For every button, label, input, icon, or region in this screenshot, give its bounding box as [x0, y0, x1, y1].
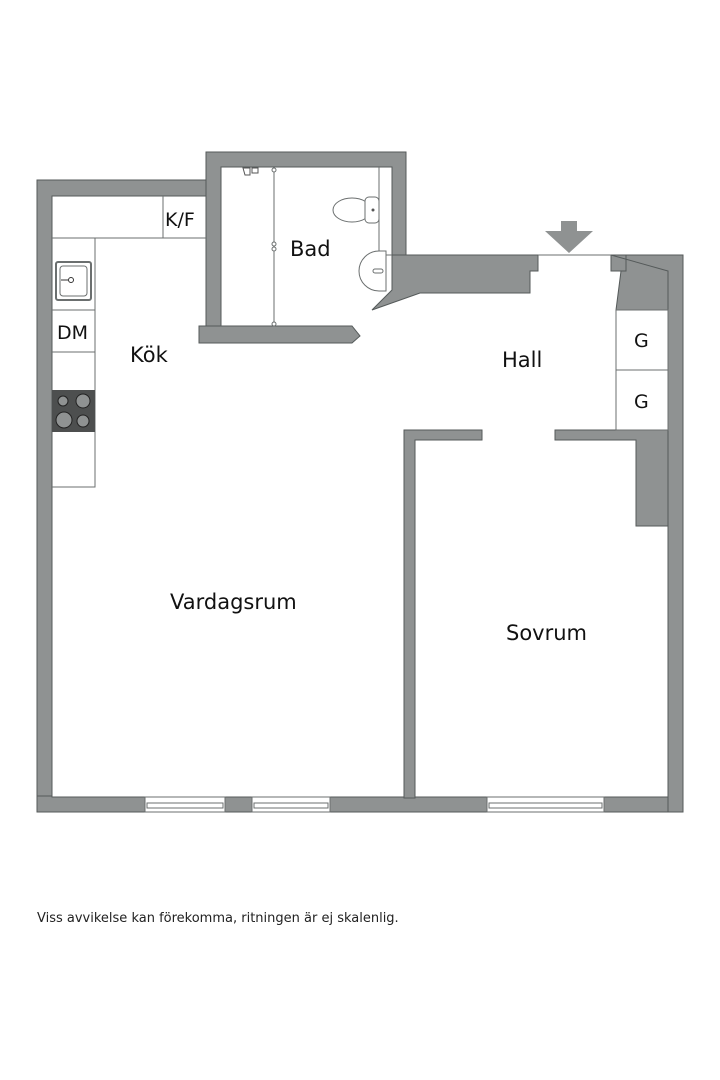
room-label-vardagsrum: Vardagsrum — [170, 590, 297, 614]
dishwasher-label: DM — [57, 322, 88, 344]
wardrobe-label-2: G — [634, 391, 649, 413]
window-icon — [251, 796, 331, 813]
room-label-hall: Hall — [502, 348, 542, 372]
bathroom-fixtures — [242, 167, 392, 327]
window-icon — [144, 796, 226, 813]
window-icon — [486, 796, 605, 813]
wardrobe-label-1: G — [634, 330, 649, 352]
room-label-kok: Kök — [130, 343, 169, 367]
disclaimer-text: Viss avvikelse kan förekomma, ritningen … — [37, 911, 399, 926]
sink-icon — [55, 261, 92, 301]
room-label-sovrum: Sovrum — [506, 621, 587, 645]
windows — [144, 796, 605, 813]
entrance-arrow-icon — [545, 221, 593, 253]
toilet-icon — [332, 196, 380, 224]
room-label-bad: Bad — [290, 237, 331, 261]
stove-icon — [52, 390, 95, 432]
fridge-freezer-label: K/F — [165, 209, 195, 231]
kitchen-counter — [52, 196, 206, 488]
walls — [36, 151, 684, 813]
wardrobes — [615, 309, 669, 431]
washbasin-icon — [358, 250, 387, 292]
shower-icon — [242, 167, 277, 327]
